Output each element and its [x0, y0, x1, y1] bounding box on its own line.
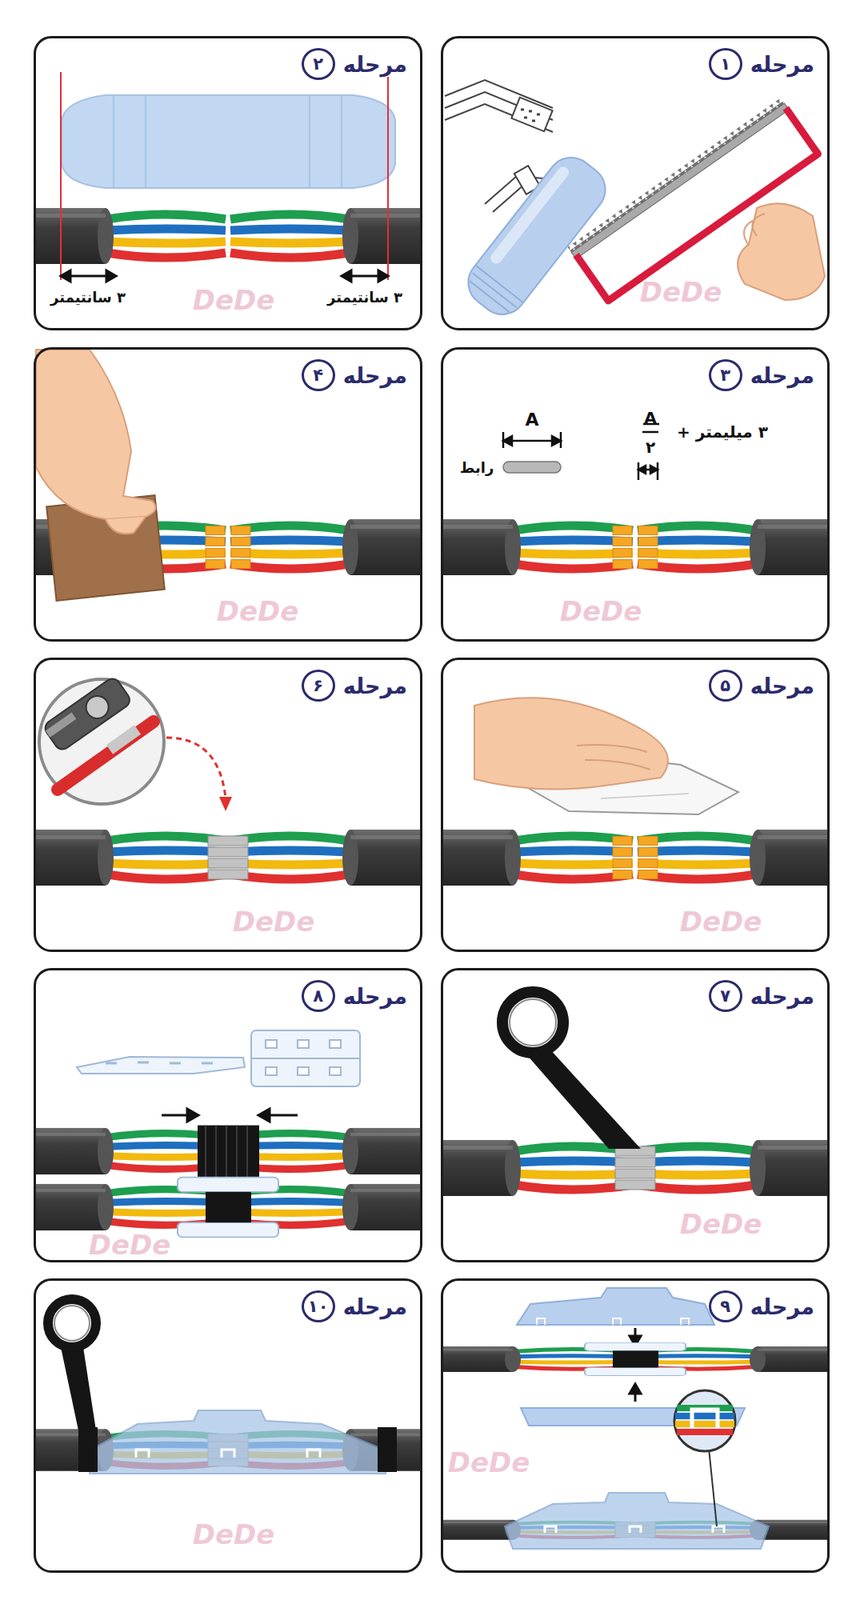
step-panel: مرحله۸: [33, 968, 423, 1263]
watermark: DeDe: [680, 1208, 763, 1240]
step-heading: مرحله۶: [301, 669, 409, 702]
dimension-label: ۲: [645, 437, 656, 457]
watermark: DeDe: [680, 905, 763, 938]
dimension-label: رابط: [460, 459, 495, 476]
step7-art: [442, 992, 828, 1196]
step-panel: مرحله۷: [440, 968, 830, 1263]
step-heading: مرحله۹: [708, 1290, 816, 1323]
dimension-label: A: [524, 409, 539, 430]
watermark: DeDe: [216, 595, 300, 628]
step-word: مرحله: [748, 984, 816, 1009]
step4-art: [35, 349, 421, 601]
step3-art: [442, 424, 828, 576]
step-word: مرحله: [748, 673, 816, 699]
watermark: DeDe: [192, 284, 276, 316]
step-number: ۱۰: [301, 1290, 336, 1323]
step-heading: مرحله۵: [708, 669, 816, 702]
step-panel: مرحله۶: [33, 657, 423, 952]
step-number: ۷: [708, 980, 743, 1012]
step1-art: [444, 80, 825, 324]
step2-art: [35, 72, 421, 282]
dimension-label: ۳ سانتیمتر: [327, 288, 403, 306]
step6-art: [35, 676, 421, 886]
step8-art: [35, 1030, 421, 1237]
step-heading: مرحله۱: [708, 48, 816, 80]
step-number: ۲: [301, 48, 336, 80]
step-word: مرحله: [341, 52, 409, 77]
step-word: مرحله: [341, 363, 409, 388]
step-word: مرحله: [341, 1294, 409, 1320]
watermark: DeDe: [192, 1518, 276, 1551]
step-heading: مرحله۴: [301, 359, 409, 392]
watermark: DeDe: [232, 905, 316, 938]
step-heading: مرحله۳: [708, 359, 816, 392]
step-number: ۵: [708, 669, 743, 702]
step-panel: مرحله۵: [440, 657, 830, 952]
fraction-bar: [642, 431, 659, 434]
step-panel: مرحله۹: [440, 1278, 830, 1573]
step-heading: مرحله۷: [708, 980, 816, 1012]
watermark: DeDe: [640, 276, 723, 308]
watermark: DeDe: [448, 1446, 531, 1479]
step9-art: [442, 1288, 828, 1549]
step-panel: مرحله۱: [440, 36, 830, 331]
step-number: ۴: [301, 359, 336, 392]
step-word: مرحله: [748, 363, 816, 388]
step-word: مرحله: [748, 52, 816, 77]
step-number: ۹: [708, 1290, 743, 1323]
step-heading: مرحله۲: [301, 48, 409, 80]
step-number: ۳: [708, 359, 743, 392]
step-word: مرحله: [748, 1294, 816, 1320]
step10-art: [35, 1299, 421, 1474]
dimension-label: A: [644, 408, 656, 428]
step-number: ۱: [708, 48, 743, 80]
dimension-label: ۳ میلیمتر +: [676, 422, 768, 442]
watermark: DeDe: [88, 1228, 172, 1261]
step-heading: مرحله۸: [301, 980, 409, 1012]
step-number: ۸: [301, 980, 336, 1012]
step-word: مرحله: [341, 984, 409, 1009]
step5-art: [442, 697, 828, 886]
step-number: ۶: [301, 669, 336, 702]
step-word: مرحله: [341, 673, 409, 699]
step-heading: مرحله۱۰: [301, 1290, 409, 1323]
dimension-label: ۳ سانتیمتر: [50, 288, 126, 306]
watermark: DeDe: [560, 595, 643, 628]
